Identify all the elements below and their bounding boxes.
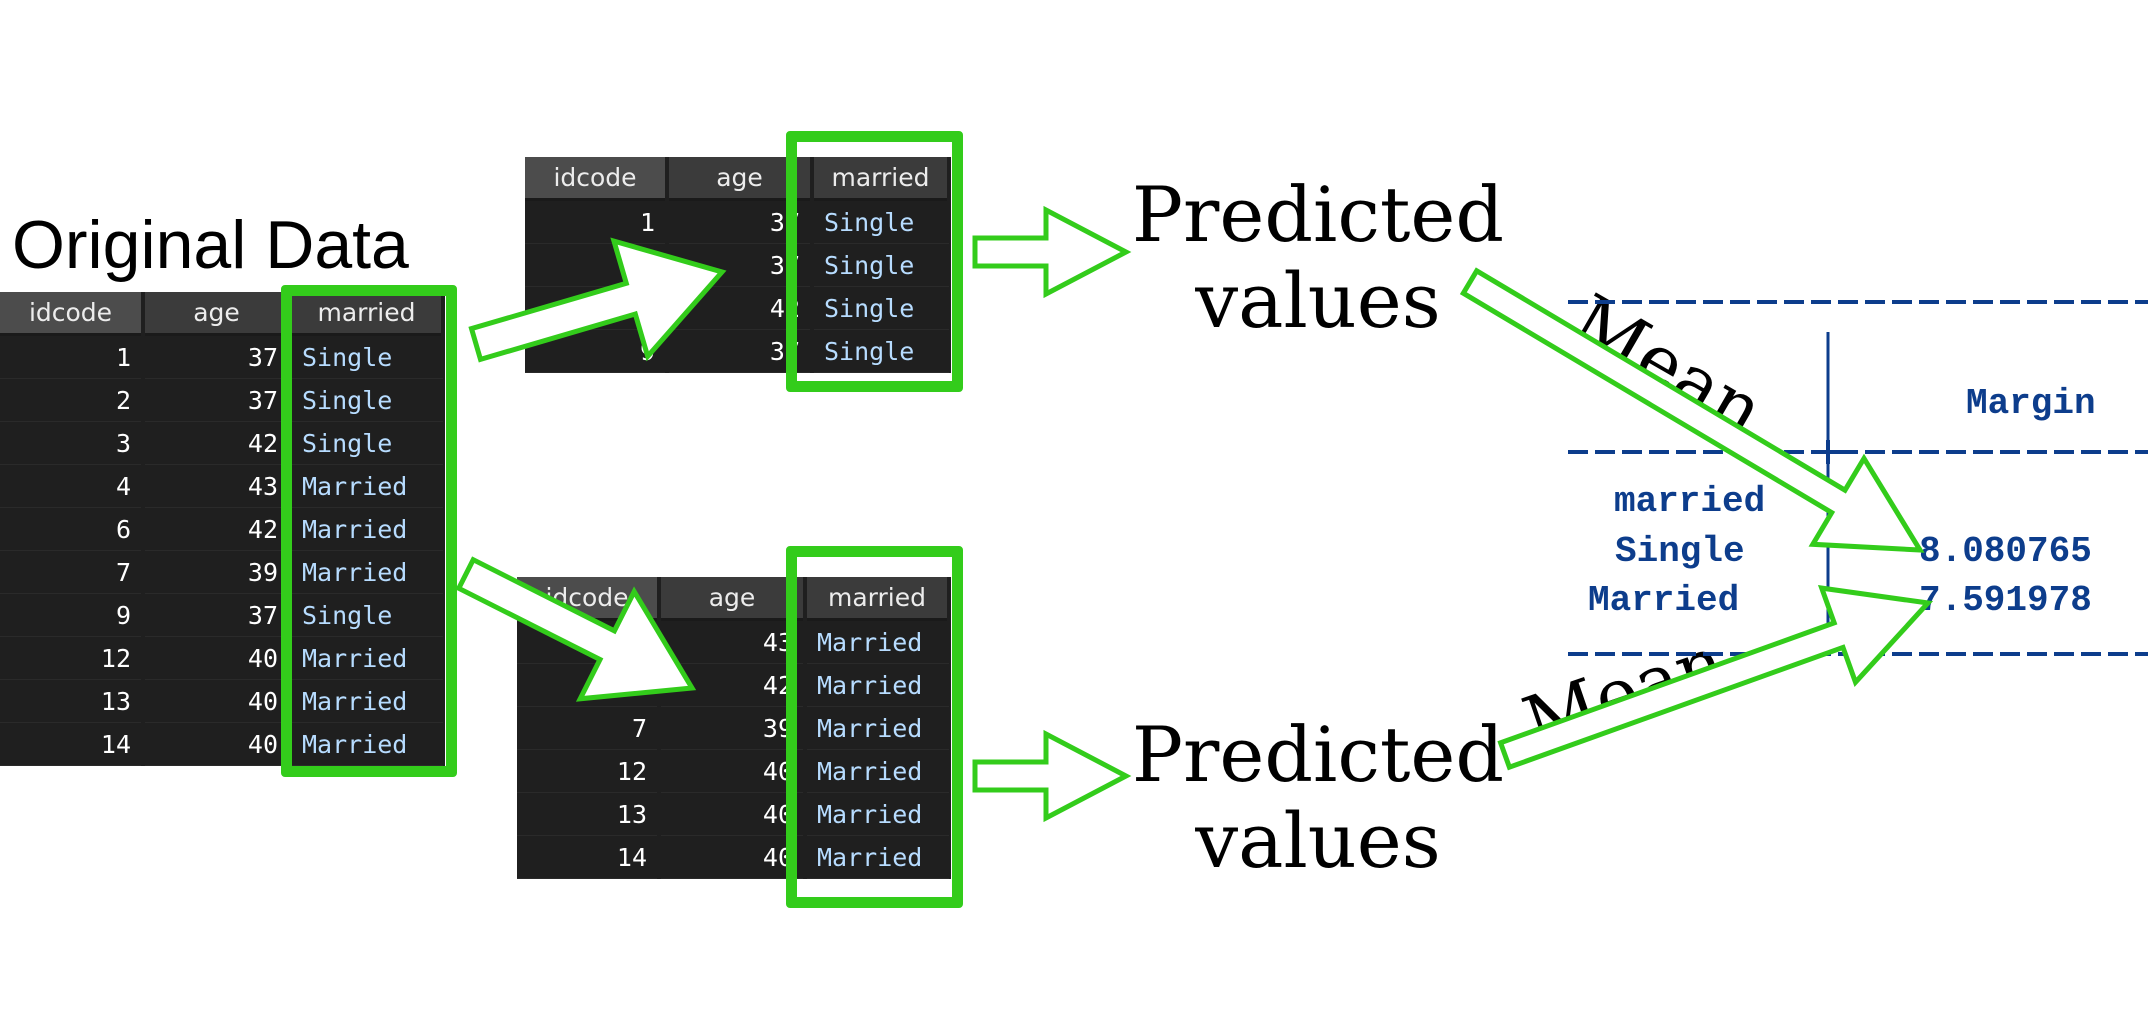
output-header-margin: Margin — [1966, 383, 2096, 424]
cell-idcode[interactable]: 1 — [525, 199, 669, 244]
cell-idcode[interactable]: 6 — [0, 507, 145, 551]
cell-idcode[interactable]: 4 — [0, 464, 145, 508]
original-married-highlight — [281, 285, 457, 777]
cell-idcode[interactable]: 13 — [517, 792, 661, 836]
predicted-values-top: Predicted values — [1118, 172, 1518, 344]
cell-idcode[interactable]: 12 — [517, 749, 661, 793]
arrow-mean-to-single — [1459, 267, 1925, 553]
cell-idcode[interactable]: 13 — [0, 679, 145, 723]
cell-married[interactable]: Married — [805, 749, 949, 793]
cell-married[interactable]: Single — [290, 421, 443, 465]
original-data-title: Original Data — [12, 207, 409, 283]
col-header-married[interactable]: married — [290, 292, 445, 336]
cell-idcode[interactable]: 12 — [0, 636, 145, 680]
col-header-age[interactable]: age — [143, 292, 292, 336]
cell-idcode[interactable]: 7 — [517, 706, 661, 750]
cell-married[interactable]: Married — [805, 663, 949, 707]
predicted-label-line1: Predicted — [1131, 170, 1505, 259]
col-header-married[interactable]: married — [812, 157, 951, 201]
output-row-label-married: Married — [1588, 580, 1740, 621]
cell-age[interactable]: 40 — [143, 636, 292, 680]
predicted-label-line1: Predicted — [1131, 710, 1505, 799]
col-header-married[interactable]: married — [805, 577, 951, 621]
cell-married[interactable]: Married — [290, 636, 443, 680]
cell-married[interactable]: Married — [290, 550, 443, 594]
cell-idcode[interactable]: 1 — [0, 334, 145, 379]
cell-married[interactable]: Single — [812, 286, 949, 330]
arrow-mean-to-married — [1497, 585, 1934, 771]
arrow-to-married-table — [455, 556, 697, 702]
cell-married[interactable]: Single — [812, 199, 949, 244]
cell-idcode[interactable]: 14 — [0, 722, 145, 766]
cell-married[interactable]: Married — [805, 619, 949, 664]
cell-idcode[interactable]: 3 — [0, 421, 145, 465]
cell-age[interactable]: 39 — [143, 550, 292, 594]
cell-married[interactable]: Single — [290, 378, 443, 422]
cell-married[interactable]: Single — [290, 334, 443, 379]
cell-age[interactable]: 37 — [143, 593, 292, 637]
output-row-label-single: Single — [1615, 531, 1745, 572]
col-header-age[interactable]: age — [659, 577, 807, 621]
cell-married[interactable]: Single — [290, 593, 443, 637]
married-married-highlight — [786, 546, 963, 908]
cell-age[interactable]: 40 — [659, 835, 807, 879]
cell-married[interactable]: Married — [805, 706, 949, 750]
output-group-label: married — [1614, 481, 1766, 522]
cell-idcode[interactable]: 14 — [517, 835, 661, 879]
arrow-to-predicted-bottom — [972, 729, 1132, 823]
cell-married[interactable]: Married — [290, 507, 443, 551]
cell-married[interactable]: Married — [805, 835, 949, 879]
arrow-to-predicted-top — [972, 205, 1132, 299]
cell-married[interactable]: Single — [812, 329, 949, 373]
cell-age[interactable]: 42 — [143, 507, 292, 551]
predicted-values-bottom: Predicted values — [1118, 712, 1518, 884]
cell-married[interactable]: Married — [290, 464, 443, 508]
single-married-highlight — [786, 131, 963, 392]
cell-age[interactable]: 40 — [659, 792, 807, 836]
cell-married[interactable]: Single — [812, 243, 949, 287]
cell-age[interactable]: 42 — [143, 421, 292, 465]
cell-married[interactable]: Married — [290, 722, 443, 766]
cell-married[interactable]: Married — [290, 679, 443, 723]
cell-age[interactable]: 40 — [143, 722, 292, 766]
predicted-label-line2: values — [1195, 796, 1441, 885]
col-header-idcode[interactable]: idcode — [525, 157, 669, 201]
output-row-value-married: 7.591978 — [1919, 580, 2092, 621]
arrow-to-single-table — [468, 237, 727, 363]
cell-age[interactable]: 37 — [143, 378, 292, 422]
cell-idcode[interactable]: 9 — [0, 593, 145, 637]
output-row-value-single: 8.080765 — [1919, 531, 2092, 572]
cell-married[interactable]: Married — [805, 792, 949, 836]
cell-idcode[interactable]: 2 — [0, 378, 145, 422]
col-header-idcode[interactable]: idcode — [0, 292, 145, 336]
cell-idcode[interactable]: 7 — [0, 550, 145, 594]
predicted-label-line2: values — [1195, 256, 1441, 345]
cell-age[interactable]: 37 — [143, 334, 292, 379]
